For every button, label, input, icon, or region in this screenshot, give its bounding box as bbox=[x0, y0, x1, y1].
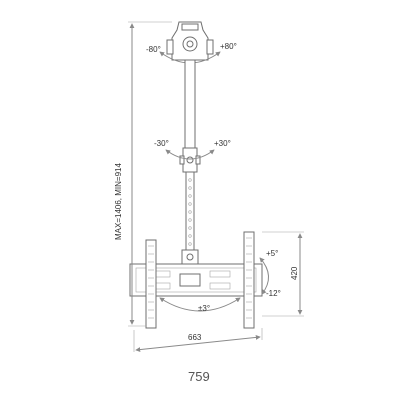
lower-pole bbox=[185, 171, 195, 251]
level-adjust-label: ±3° bbox=[198, 304, 210, 313]
tilt-arc bbox=[259, 257, 269, 295]
width-dimension bbox=[133, 328, 263, 353]
top-right-angle-label: +80° bbox=[220, 42, 237, 51]
tilt-down-label: -12° bbox=[266, 289, 281, 298]
top-left-angle-label: -80° bbox=[146, 45, 161, 54]
pole-coupling bbox=[179, 147, 201, 173]
outer-width-label: 759 bbox=[188, 369, 210, 384]
right-vertical-arm bbox=[243, 231, 255, 329]
height-dimension bbox=[128, 21, 172, 327]
level-adjust-arc bbox=[159, 297, 241, 312]
panel-height-dimension bbox=[262, 231, 304, 317]
inner-width-label: 663 bbox=[188, 333, 202, 342]
ceiling-bracket bbox=[166, 21, 214, 61]
tilt-up-label: +5° bbox=[266, 249, 278, 258]
tilt-head bbox=[181, 249, 199, 265]
left-vertical-arm bbox=[145, 239, 157, 329]
upper-pole bbox=[184, 59, 196, 149]
mid-right-angle-label: +30° bbox=[214, 139, 231, 148]
mid-left-angle-label: -30° bbox=[154, 139, 169, 148]
mid-swivel-arc bbox=[165, 149, 215, 160]
panel-height-label: 420 bbox=[290, 266, 299, 280]
height-range-label: MAX=1406, MIN=914 bbox=[114, 163, 123, 240]
